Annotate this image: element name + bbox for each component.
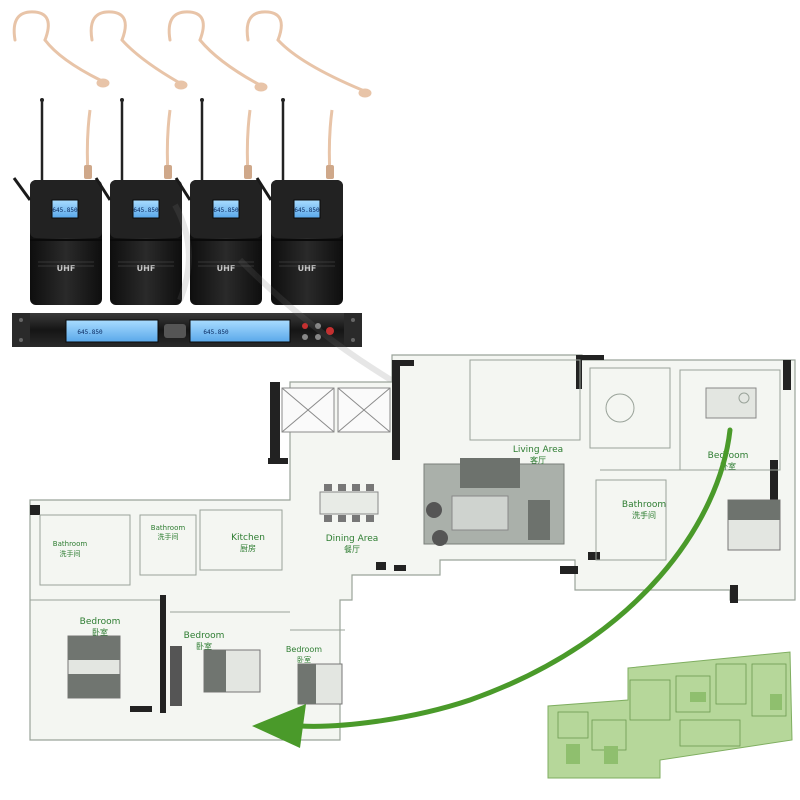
room-label-kitchen-cn: 厨房 bbox=[240, 543, 256, 553]
room-label-living-cn: 客厅 bbox=[530, 455, 546, 465]
bedroom-beds bbox=[67, 635, 343, 706]
mini-floorplan bbox=[547, 651, 793, 779]
headset-mics bbox=[12, 10, 372, 98]
power-button-icon bbox=[302, 323, 308, 329]
room-label-kitchen: Kitchen bbox=[231, 533, 265, 543]
room-label-bathroom-left: Bathroom bbox=[53, 540, 88, 548]
room-label-dining-cn: 餐厅 bbox=[344, 545, 360, 554]
bodypack-unit-4: 645.850 UHF bbox=[255, 98, 343, 305]
bodypack-lcd-text: 645.850 bbox=[294, 207, 320, 214]
bodypack-unit-3: 645.850 UHF bbox=[174, 98, 262, 305]
green-arrow-icon bbox=[252, 427, 733, 748]
elevators bbox=[281, 387, 391, 433]
bodypack-lcd bbox=[212, 199, 240, 219]
room-label-master-bedroom: Bedroom bbox=[708, 451, 749, 461]
bodypack-lcd-text: 645.850 bbox=[52, 207, 78, 214]
bodypack-transmitters: 645.850 UHF 645.850 UHF bbox=[12, 98, 343, 305]
headset-mic-4-icon bbox=[245, 10, 372, 98]
room-label-dining: Dining Area bbox=[326, 534, 379, 544]
room-label-bedroom-mid: Bedroom bbox=[184, 631, 225, 641]
room-label-bathroom-mid: Bathroom bbox=[151, 524, 186, 532]
receiver-lcd-right bbox=[189, 319, 291, 343]
headset-mic-1-icon bbox=[12, 10, 110, 88]
room-label-master-bedroom-cn: 卧室 bbox=[720, 461, 736, 471]
room-label-bedroom-mid-cn: 卧室 bbox=[196, 641, 212, 651]
bodypack-lcd bbox=[51, 199, 79, 219]
bodypack-lcd-text: 645.850 bbox=[213, 207, 239, 214]
headset-mic-2-icon bbox=[89, 10, 188, 90]
receiver-lcd-right-text: 645.850 bbox=[203, 329, 229, 336]
room-label-bedroom-small-cn: 卧室 bbox=[297, 655, 311, 664]
bodypack-lcd-text: 645.850 bbox=[133, 207, 159, 214]
room-label-bedroom-left: Bedroom bbox=[80, 617, 121, 627]
bodypack-lcd bbox=[293, 199, 321, 219]
bodypack-brand: UHF bbox=[137, 264, 156, 273]
floor-plan: Living Area 客厅 Bedroom 卧室 Bathroom 洗手间 D… bbox=[29, 354, 796, 741]
room-label-bedroom-left-cn: 卧室 bbox=[92, 627, 108, 637]
dining-table bbox=[319, 484, 379, 522]
master-bed bbox=[705, 387, 781, 551]
rack-receiver: 645.850 645.850 bbox=[12, 313, 362, 347]
bodypack-brand: UHF bbox=[298, 264, 317, 273]
room-label-living: Living Area bbox=[513, 445, 563, 455]
room-label-bathroom-mid-cn: 洗手间 bbox=[158, 532, 179, 541]
bodypack-brand: UHF bbox=[217, 264, 236, 273]
bodypack-lcd bbox=[132, 199, 160, 219]
headset-mic-3-icon bbox=[167, 10, 268, 92]
room-label-bathroom-right-cn: 洗手间 bbox=[632, 510, 656, 520]
fixtures bbox=[30, 359, 781, 631]
room-label-bathroom-right: Bathroom bbox=[622, 500, 666, 510]
room-label-bathroom-left-cn: 洗手间 bbox=[60, 549, 81, 558]
room-labels: Living Area 客厅 Bedroom 卧室 Bathroom 洗手间 D… bbox=[53, 445, 749, 664]
receiver-lcd-left-text: 645.850 bbox=[77, 329, 103, 336]
receiver-lcd-left bbox=[65, 319, 159, 343]
bodypack-brand: UHF bbox=[57, 264, 76, 273]
bodypack-unit-1: 645.850 UHF bbox=[12, 98, 102, 305]
bodypack-unit-2: 645.850 UHF bbox=[94, 98, 182, 305]
room-label-bedroom-small: Bedroom bbox=[286, 645, 322, 654]
living-furniture bbox=[423, 458, 565, 546]
